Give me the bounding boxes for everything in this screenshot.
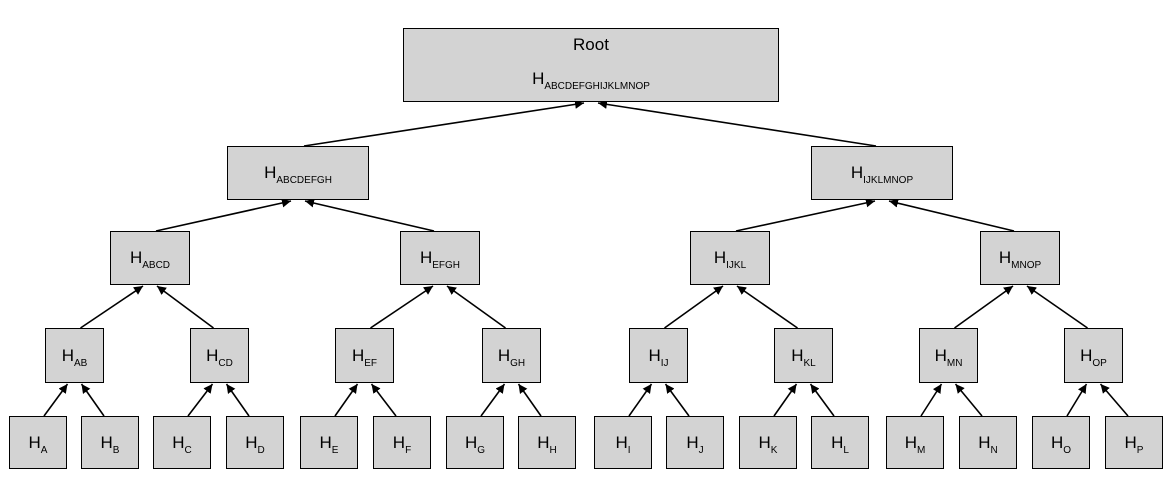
tree-edge-arrow (446, 285, 506, 329)
hash-node: HO (1032, 416, 1090, 469)
hash-node: HD (226, 416, 284, 469)
hash-node: HF (373, 416, 431, 469)
tree-edge-arrow (334, 383, 359, 417)
hash-node: HEFGH (400, 231, 480, 285)
tree-edge-arrow (664, 383, 690, 417)
hash-label: HIJ (648, 345, 669, 369)
hash-label: HG (464, 432, 486, 456)
hash-label: HGH (497, 345, 526, 369)
hash-node: HK (739, 416, 797, 469)
tree-edge-arrow (773, 383, 798, 417)
hash-label: HF (392, 432, 412, 456)
hash-label: HN (978, 432, 998, 456)
root-hash: HABCDEFGHIJKLMNOP (532, 69, 650, 92)
tree-edge-arrow (304, 198, 435, 232)
hash-label: HEFGH (419, 248, 461, 271)
tree-edge-arrow (225, 383, 250, 417)
tree-edge-arrow (303, 99, 585, 147)
hash-label: HAB (61, 345, 88, 369)
hash-node: HC (153, 416, 211, 469)
tree-edge-arrow (1099, 383, 1129, 417)
hash-label: HKL (791, 345, 816, 369)
hash-label: HABCDEFGH (264, 163, 332, 186)
tree-edge-arrow (187, 383, 214, 417)
tree-edge-arrow (80, 383, 105, 417)
tree-edge-arrow (888, 198, 1015, 232)
hash-node: HN (959, 416, 1017, 469)
hash-label: HA (28, 432, 48, 456)
root-node: Root HABCDEFGHIJKLMNOP (403, 28, 779, 102)
tree-edge-arrow (735, 198, 876, 232)
hash-node: HCD (190, 328, 249, 383)
tree-edge-arrow (809, 383, 835, 417)
tree-edge-arrow (370, 383, 397, 417)
hash-node: HABCDEFGH (227, 146, 369, 200)
tree-edge-arrow (480, 383, 506, 417)
hash-node: HP (1105, 416, 1163, 469)
hash-node: HEF (335, 328, 394, 383)
hash-label: HL (831, 432, 849, 456)
hash-label: HIJKLMNOP (850, 163, 914, 186)
tree-edge-arrow (628, 383, 653, 417)
hash-label: HMN (934, 345, 963, 369)
hash-node: HMNOP (980, 231, 1060, 285)
tree-edge-arrow (80, 285, 144, 329)
hash-label: HP (1124, 432, 1144, 456)
hash-node: HGH (482, 328, 541, 383)
hash-node: HIJKL (690, 231, 770, 285)
hash-label: HC (172, 432, 192, 456)
hash-node: HL (811, 416, 869, 469)
hash-node: HAB (45, 328, 104, 383)
hash-node: HG (446, 416, 504, 469)
tree-edge-arrow (156, 285, 214, 329)
hash-node: HJ (666, 416, 724, 469)
hash-label: HK (758, 432, 778, 456)
hash-label: HOP (1080, 345, 1107, 369)
hash-node: HM (886, 416, 944, 469)
hash-label: HB (100, 432, 120, 456)
hash-label: HMNOP (998, 248, 1042, 271)
hash-label: HH (537, 432, 557, 456)
hash-label: HCD (206, 345, 233, 369)
tree-edge-arrow (370, 285, 434, 329)
tree-edge-arrow (517, 383, 542, 417)
tree-edge-arrow (1066, 383, 1088, 417)
hash-node: HE (300, 416, 358, 469)
tree-edge-arrow (920, 383, 943, 417)
hash-node: HH (518, 416, 576, 469)
hash-node: HB (81, 416, 139, 469)
hash-node: HIJ (629, 328, 688, 383)
tree-edge-arrow (43, 383, 69, 417)
tree-edge-arrow (155, 198, 292, 232)
hash-label: HJ (686, 432, 704, 456)
tree-edge-arrow (954, 285, 1014, 329)
hash-node: HI (594, 416, 652, 469)
hash-label: HD (245, 432, 265, 456)
hash-node: HIJKLMNOP (811, 146, 953, 200)
hash-node: HOP (1064, 328, 1123, 383)
hash-label: HABCD (129, 248, 171, 271)
hash-label: HE (319, 432, 339, 456)
hash-node: HKL (774, 328, 833, 383)
tree-edge-arrow (736, 285, 798, 329)
tree-edge-arrow (664, 285, 724, 329)
hash-label: HIJKL (713, 248, 747, 271)
hash-label: HM (904, 432, 926, 456)
hash-label: HO (1050, 432, 1072, 456)
hash-node: HABCD (110, 231, 190, 285)
hash-node: HA (9, 416, 67, 469)
root-label: Root (573, 35, 609, 54)
hash-label: HEF (351, 345, 378, 369)
tree-edge-arrow (597, 99, 877, 147)
tree-edge-arrow (1026, 285, 1088, 329)
hash-label: HI (615, 432, 631, 456)
tree-edge-arrow (954, 383, 983, 417)
hash-node: HMN (919, 328, 978, 383)
